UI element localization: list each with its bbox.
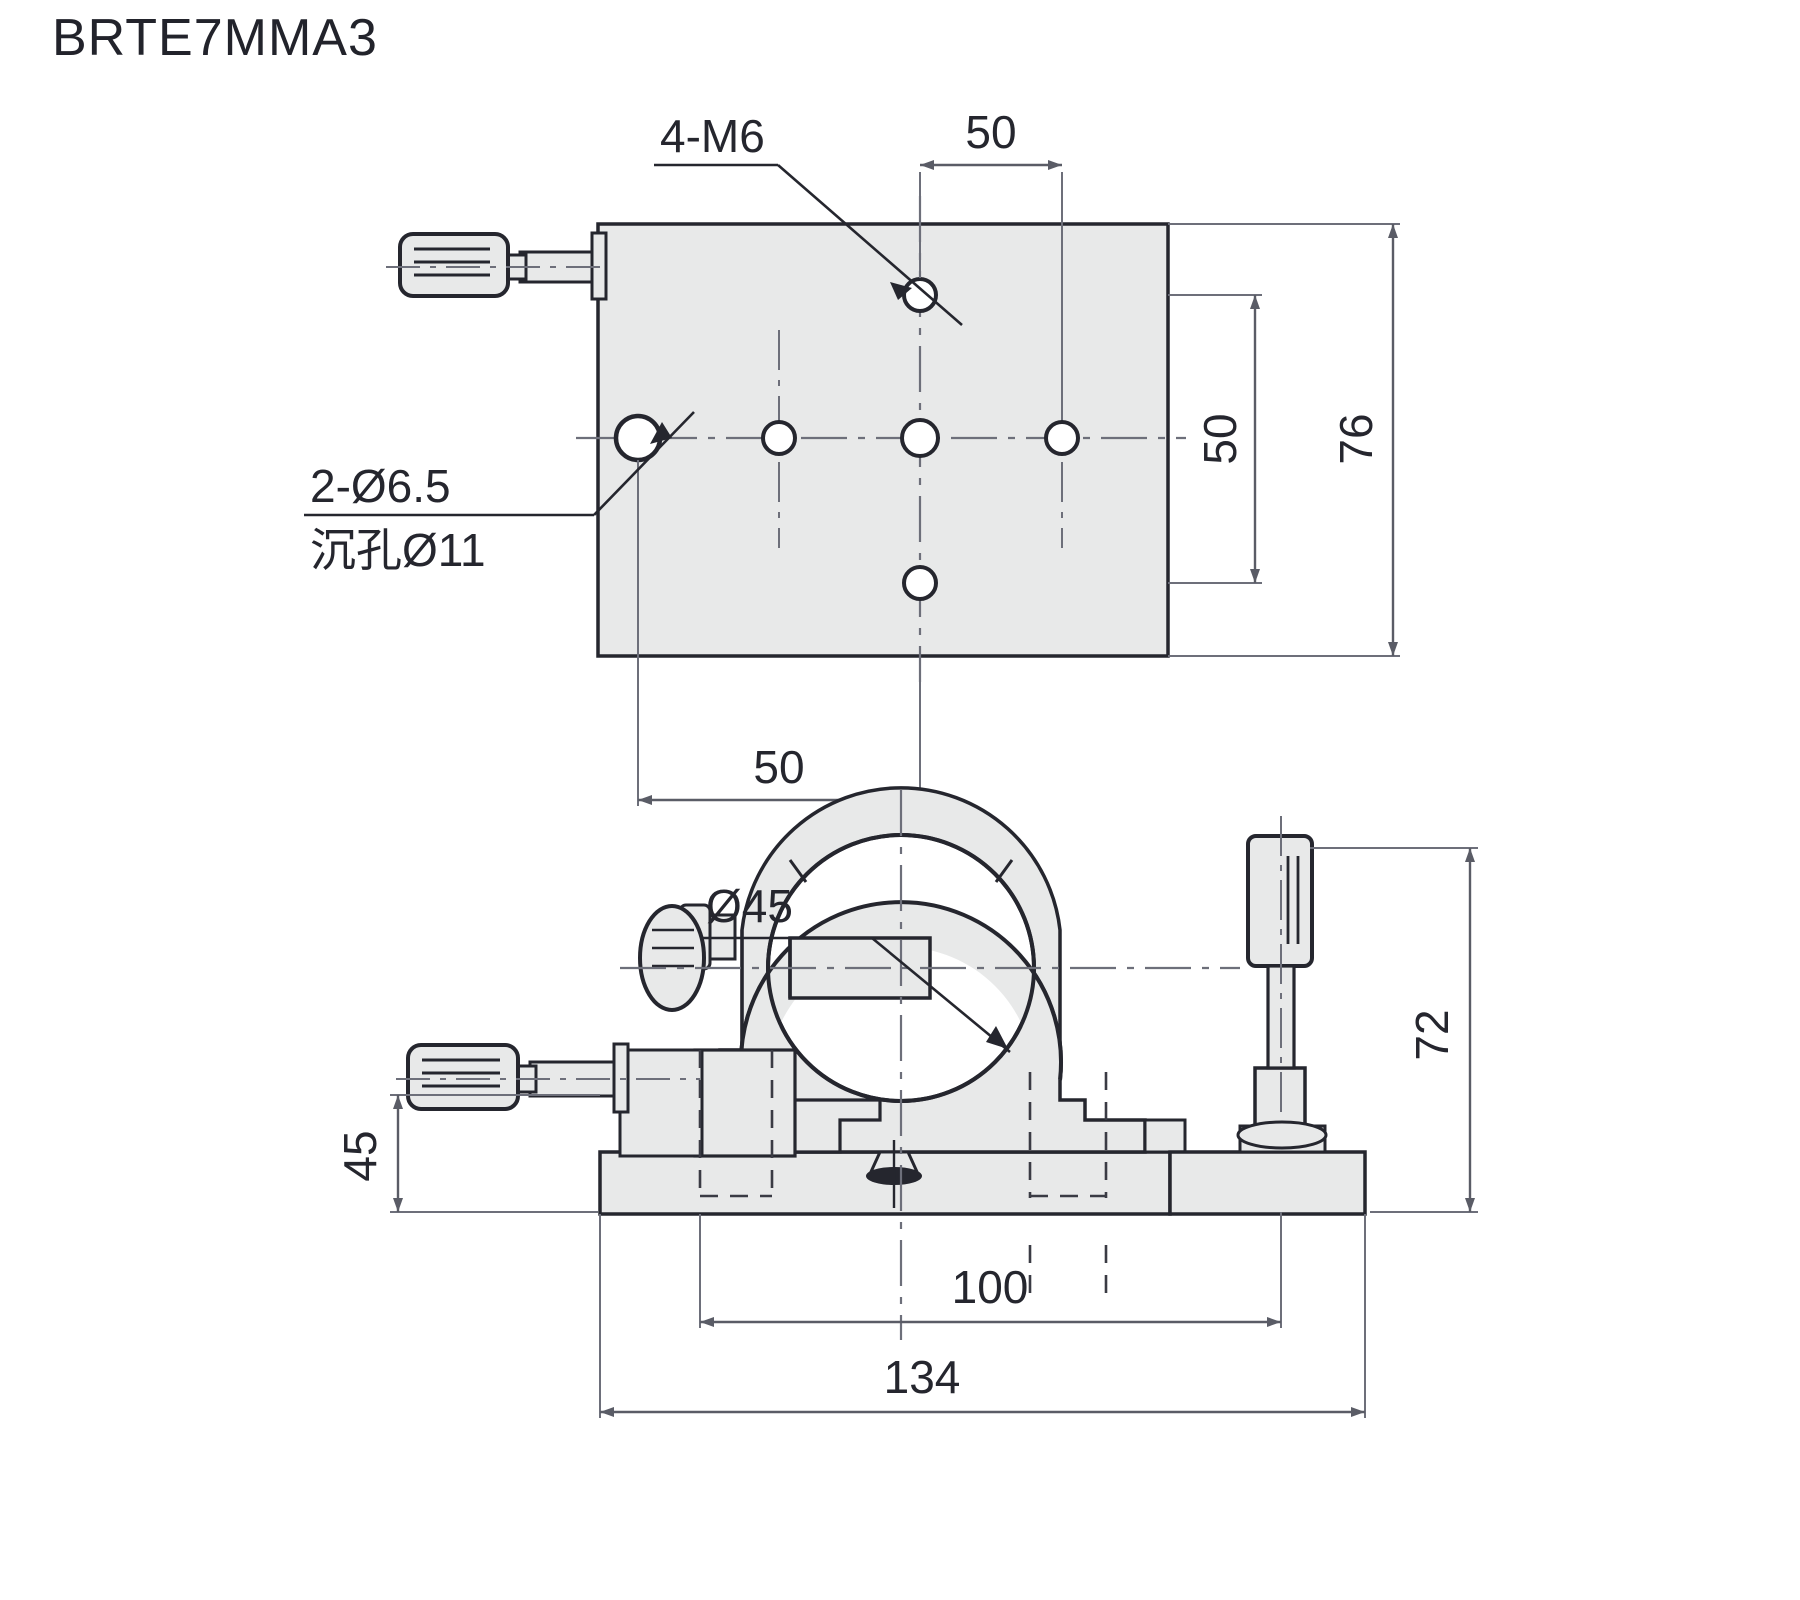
hole-m6-top [902, 277, 938, 313]
hidden-features [698, 1050, 1108, 1300]
dimension-bottom-50: 50 [638, 741, 920, 805]
dimension-right-76: 76 [1330, 224, 1398, 656]
top-view-knob-assembly [386, 231, 608, 301]
dimension-right-76-label: 76 [1330, 413, 1382, 464]
mounting-screw [866, 1140, 922, 1208]
callout-4-m6-label: 4-M6 [660, 110, 765, 162]
dimension-right-50: 50 [1194, 295, 1260, 583]
dimension-bottom-100-label: 100 [952, 1261, 1029, 1313]
callout-4-m6: 4-M6 [654, 110, 963, 326]
top-view-plate [596, 222, 1170, 658]
hole-m6-bottom [902, 565, 938, 601]
hole-center [900, 418, 940, 458]
dimension-top-50: 50 [920, 106, 1062, 170]
dimension-left-45: 45 [334, 1095, 403, 1212]
callout-counterbore-label: 沉孔Ø11 [310, 524, 486, 576]
front-view-horizontal-knob [396, 1042, 797, 1158]
page-title: BRTE7MMA3 [52, 9, 378, 67]
callout-d45: Ø45 [700, 880, 1011, 1054]
dimension-bottom-50-label: 50 [753, 741, 804, 793]
dimension-bottom-100: 100 [700, 1261, 1281, 1327]
top-view: 50 50 50 76 [304, 106, 1400, 806]
dimension-right-72-label: 72 [1406, 1009, 1458, 1060]
dimension-top-50-label: 50 [965, 106, 1016, 158]
dimension-left-45-label: 45 [334, 1130, 386, 1181]
hole-m6-left [761, 420, 797, 456]
callout-2-d65-label: 2-Ø6.5 [310, 460, 451, 512]
front-view: Ø45 72 45 [334, 786, 1478, 1418]
dimension-right-50-label: 50 [1194, 413, 1246, 464]
dimension-bottom-134-label: 134 [884, 1351, 961, 1403]
callout-2-d65: 2-Ø6.5 沉孔Ø11 [304, 411, 695, 576]
dimension-bottom-134: 134 [600, 1351, 1365, 1417]
dimension-right-72: 72 [1406, 848, 1475, 1212]
callout-d45-label: Ø45 [706, 880, 793, 932]
hole-m6-right [1044, 420, 1080, 456]
